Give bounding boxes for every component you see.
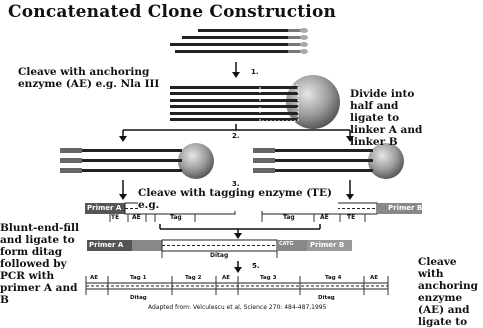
label-primer-a: Primer A bbox=[87, 204, 121, 212]
bead-linker-b bbox=[253, 143, 404, 179]
label-tag-4: Tag 4 bbox=[325, 275, 341, 281]
cdna-strands-top bbox=[170, 28, 308, 54]
label-ditag: Ditag bbox=[210, 252, 228, 259]
step-number-5: 5. bbox=[252, 262, 260, 270]
label-ditag-primer-a: Primer A bbox=[89, 241, 123, 249]
label-ae-right: AE bbox=[320, 214, 329, 221]
label-ditag-2: Ditag bbox=[318, 295, 335, 301]
label-ae-left: AE bbox=[132, 214, 141, 221]
label-tag-3: Tag 3 bbox=[260, 275, 276, 281]
label-ae-2: AE bbox=[222, 275, 230, 281]
label-ae-3: AE bbox=[370, 275, 378, 281]
label-te-left: TE bbox=[111, 214, 119, 221]
label-ditag-primer-b: Primer B bbox=[310, 241, 344, 249]
label-tag-2: Tag 2 bbox=[185, 275, 201, 281]
note-divide-ligate: Divide into half and ligate to linker A … bbox=[350, 88, 430, 148]
label-tag-right: Tag bbox=[283, 214, 295, 221]
note-cleave-anchoring-ligate: Cleave with anchoring enzyme (AE) and li… bbox=[418, 256, 483, 328]
label-primer-b: Primer B bbox=[388, 204, 422, 212]
label-te-right: TE bbox=[347, 214, 355, 221]
bead-linker-a bbox=[60, 143, 214, 179]
step-number-2: 2. bbox=[232, 132, 240, 140]
note-blunt-end-fill: Blunt-end-fill and ligate to form ditag … bbox=[0, 222, 80, 306]
note-cleave-anchoring-enzyme: Cleave with anchoring enzyme (AE) e.g. N… bbox=[18, 66, 168, 90]
step-number-1: 1. bbox=[251, 68, 259, 76]
streptavidin-bead-1 bbox=[170, 75, 340, 129]
label-ditag-catg: CATG bbox=[279, 241, 294, 247]
label-tag-1: Tag 1 bbox=[130, 275, 146, 281]
label-ditag-1: Ditag bbox=[130, 295, 147, 301]
label-ae-1: AE bbox=[90, 275, 98, 281]
label-tag-left: Tag bbox=[170, 214, 182, 221]
note-cleave-tagging-enzyme: Cleave with tagging enzyme (TE) e.g. bbox=[138, 187, 338, 211]
citation: Adapted from: Velculescu et al, Science … bbox=[148, 304, 326, 311]
